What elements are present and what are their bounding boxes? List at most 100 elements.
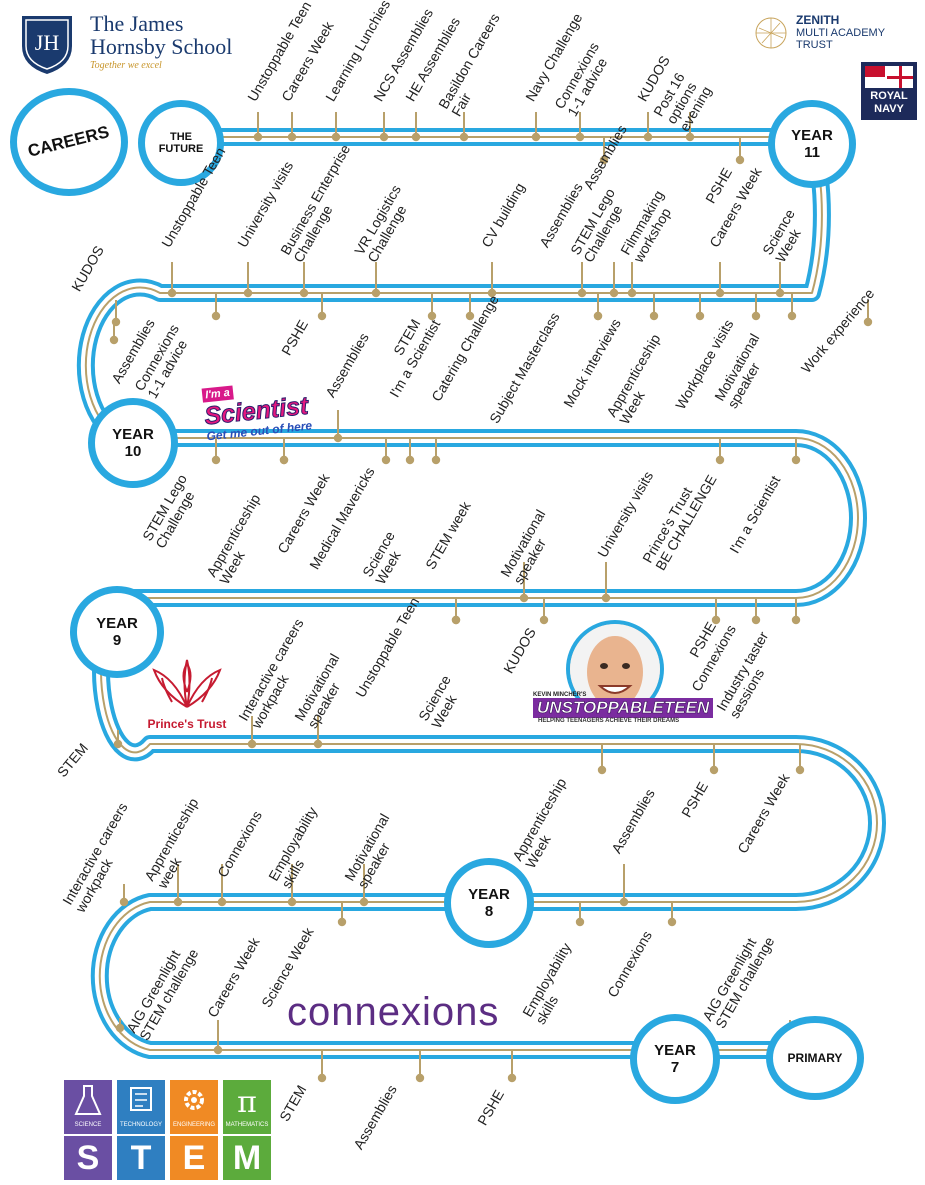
activity-dot <box>795 765 805 775</box>
zenith-title: ZENITH <box>796 13 840 27</box>
activity-dot <box>519 593 529 603</box>
gear-icon <box>184 1090 204 1110</box>
activity-dot <box>685 132 695 142</box>
stem-letter-m: M <box>223 1136 271 1180</box>
unstoppable-teen-logo: KEVIN MINCHER'S UNSTOPPABLETEEN HELPING … <box>533 620 714 724</box>
school-motto: Together we excel <box>90 60 162 71</box>
stem-tile-label: MATHEMATICS <box>225 1122 269 1128</box>
pi-icon: π <box>237 1085 257 1120</box>
activity-dot <box>173 897 183 907</box>
navy-line1: ROYAL <box>870 90 908 102</box>
activity-dot <box>601 593 611 603</box>
stem-tile-label: SCIENCE <box>74 1122 102 1128</box>
navy-ensign-icon <box>865 66 913 88</box>
activity-dot <box>715 455 725 465</box>
activity-dot <box>415 1073 425 1083</box>
activity-dot <box>119 897 129 907</box>
node-year-11: YEAR 11 <box>768 100 856 188</box>
zenith-line2: TRUST <box>796 39 833 51</box>
activity-dot <box>317 1073 327 1083</box>
node-future: THE FUTURE <box>138 100 224 186</box>
activity-dot <box>405 455 415 465</box>
activity-dot <box>109 335 119 345</box>
activity-dot <box>317 311 327 321</box>
activity-dot <box>381 455 391 465</box>
stem-tile-label: ENGINEERING <box>172 1122 215 1128</box>
activity-dot <box>539 615 549 625</box>
stem-letter-t: T <box>117 1136 165 1180</box>
activity-dot <box>211 455 221 465</box>
zenith-logo: ZENITH MULTI ACADEMY TRUST <box>754 14 885 51</box>
activity-dot <box>379 132 389 142</box>
activity-dot <box>775 288 785 298</box>
crest-initials: JH <box>35 30 60 55</box>
activity-dot <box>331 132 341 142</box>
node-year-8: YEAR 8 <box>444 858 534 948</box>
activity-dot <box>643 132 653 142</box>
activity-dot <box>113 739 123 749</box>
activity-dot <box>451 615 461 625</box>
node-year-7: YEAR 7 <box>630 1014 720 1104</box>
activity-dot <box>427 311 437 321</box>
activity-dot <box>333 433 343 443</box>
stem-tile-label: TECHNOLOGY <box>119 1122 162 1128</box>
activity-dot <box>313 739 323 749</box>
stem-tile-engineering: ENGINEERING <box>170 1080 218 1134</box>
activity-dot <box>337 917 347 927</box>
activity-dot <box>577 288 587 298</box>
activity-dot <box>287 897 297 907</box>
activity-dot <box>459 132 469 142</box>
activity-dot <box>649 311 659 321</box>
activity-dot <box>695 311 705 321</box>
activity-dot <box>751 615 761 625</box>
activity-dot <box>167 288 177 298</box>
activity-dot <box>709 765 719 775</box>
zenith-line1: MULTI ACADEMY <box>796 27 886 39</box>
school-header: JH The James Hornsby School Together we … <box>18 12 232 76</box>
activity-dot <box>791 615 801 625</box>
activity-dot <box>431 455 441 465</box>
activity-dot <box>247 739 257 749</box>
activity-dot <box>299 288 309 298</box>
unstoppable-top: KEVIN MINCHER'S <box>533 692 587 698</box>
activity-dot <box>715 288 725 298</box>
activity-dot <box>115 1023 125 1033</box>
activity-dot <box>575 917 585 927</box>
unstoppable-tag: HELPING TEENAGERS ACHIEVE THEIR DREAMS <box>538 718 680 724</box>
circuit-icon <box>130 1087 152 1111</box>
activity-dot <box>253 132 263 142</box>
zenith-globe-icon <box>755 17 787 48</box>
activity-dot <box>487 288 497 298</box>
activity-dot <box>371 288 381 298</box>
activity-dot <box>791 455 801 465</box>
navy-line2: NAVY <box>874 103 904 115</box>
stem-letter-e: E <box>170 1136 218 1180</box>
activity-dot <box>575 132 585 142</box>
activity-dot <box>359 897 369 907</box>
activity-dot <box>667 917 677 927</box>
stem-logo: SCIENCE TECHNOLOGY ENGINEERING π MATHEMA… <box>64 1080 274 1180</box>
connexions-logo: connexions <box>287 990 500 1034</box>
activity-dot <box>465 311 475 321</box>
princes-trust-logo: Prince's Trust <box>142 652 232 731</box>
activity-dot <box>619 897 629 907</box>
activity-dot <box>411 132 421 142</box>
unstoppable-name: UNSTOPPABLETEEN <box>533 698 714 718</box>
royal-navy-logo: ROYAL NAVY <box>861 62 917 120</box>
flask-icon <box>74 1085 102 1115</box>
stem-letter-s: S <box>64 1136 112 1180</box>
activity-dot <box>211 311 221 321</box>
activity-dot <box>213 1045 223 1055</box>
activity-dot <box>217 897 227 907</box>
activity-dot <box>735 155 745 165</box>
activity-dot <box>597 765 607 775</box>
activity-dot <box>711 615 721 625</box>
activity-dot <box>863 317 873 327</box>
activity-dot <box>243 288 253 298</box>
feathers-icon <box>152 659 222 708</box>
activity-dot <box>531 132 541 142</box>
activity-dot <box>593 311 603 321</box>
activity-dot <box>627 288 637 298</box>
node-year-10: YEAR 10 <box>88 398 178 488</box>
activity-dot <box>507 1073 517 1083</box>
